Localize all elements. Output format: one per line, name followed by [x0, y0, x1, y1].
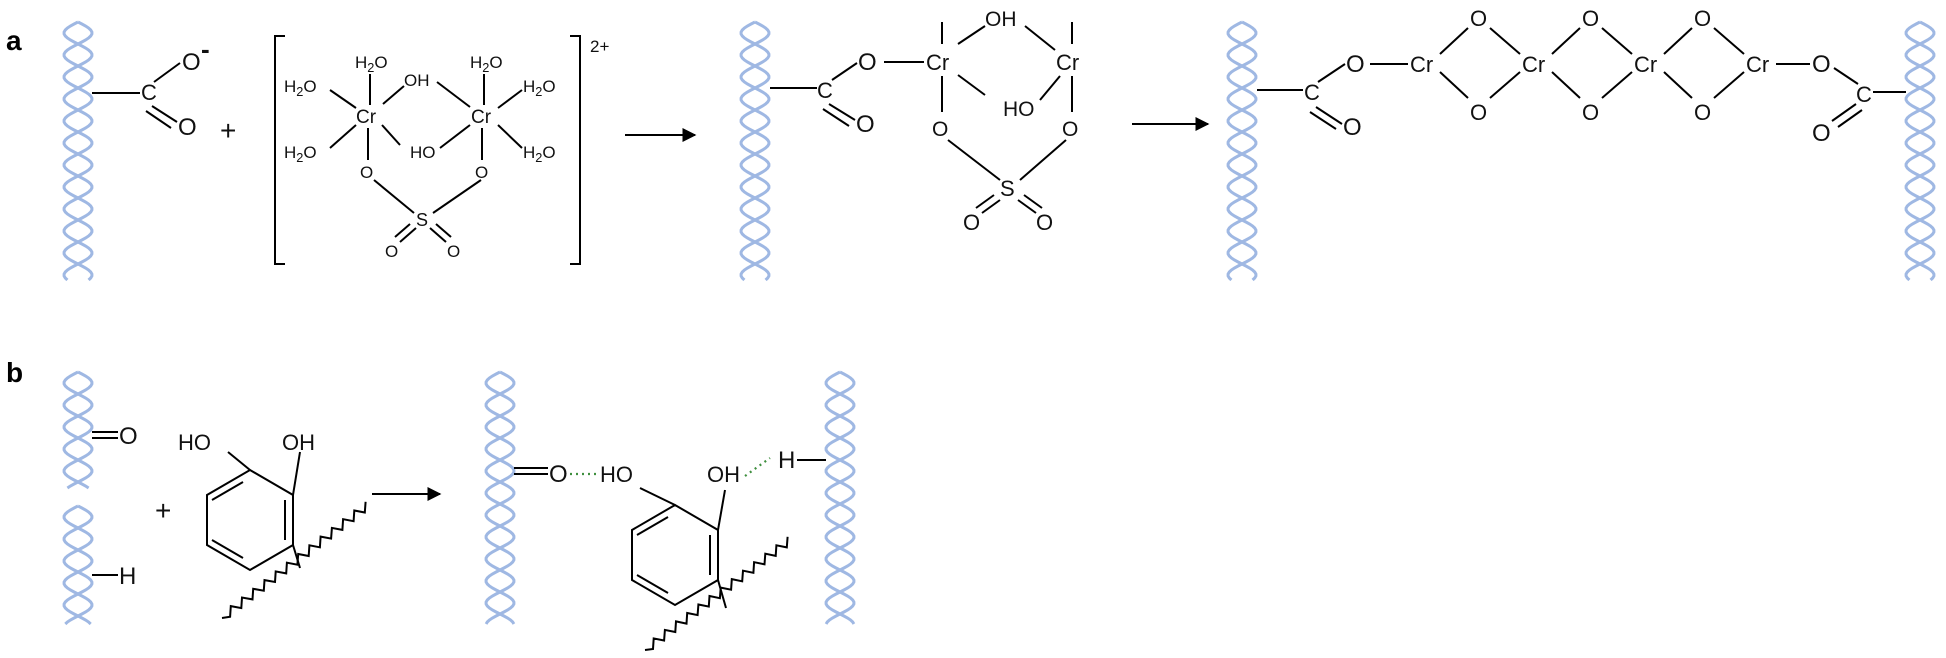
water-ligand: H2O [355, 53, 388, 75]
helix-strand-2 [62, 370, 94, 490]
chromium-atom: Cr [1410, 52, 1433, 77]
oxo-bridge: O [1694, 100, 1711, 125]
helix-strand-1 [1226, 20, 1258, 282]
fiber-strand [739, 20, 771, 282]
sulfate-oxygen: O [1036, 210, 1053, 235]
chromium-atom: Cr [1746, 52, 1769, 77]
ester-oxygen: O [1812, 51, 1831, 78]
helix-strand-1 [739, 20, 771, 282]
carboxylate-oxygen: O [182, 49, 201, 76]
bridging-hydroxyl: OH [985, 8, 1017, 31]
helix-strand-2 [62, 20, 94, 282]
helix-strand-1 [1904, 20, 1936, 282]
hydroxyl-group: OH [707, 462, 740, 487]
chromium-atom: Cr [1522, 52, 1545, 77]
plus-sign: + [155, 495, 171, 526]
fiber-chromium-complex: C O O Cr OH Cr HO O O S O O [770, 8, 1079, 235]
sulfate-oxygen: O [932, 118, 948, 141]
negative-charge: - [201, 34, 210, 64]
carbonyl-oxygen: O [1812, 120, 1831, 147]
helix-strand-2 [1226, 20, 1258, 282]
chromium-atom-left: Cr [926, 50, 949, 75]
chromium-atom-left: Cr [356, 107, 377, 128]
carbon-label: C [1304, 80, 1320, 105]
ester-oxygen: O [858, 49, 877, 76]
sulfur-atom: S [416, 210, 428, 230]
sulfate-oxygen: O [447, 242, 460, 261]
bridging-hydroxyl: HO [410, 143, 436, 162]
bridging-hydroxyl: OH [404, 71, 430, 90]
hydrogen-bond [744, 457, 771, 477]
helix-strand-2 [484, 370, 516, 625]
oxo-bridge: O [1470, 100, 1487, 125]
fiber-carboxylate: C O - O [92, 34, 210, 141]
hydrogen-atom: H [778, 447, 795, 474]
helix-strand-1 [62, 370, 94, 490]
chromium-atom-right: Cr [471, 107, 492, 128]
fiber-strand [62, 20, 94, 282]
bridging-hydroxyl: HO [1003, 98, 1035, 121]
sulfate-oxygen: O [385, 242, 398, 261]
water-ligand: H2O [470, 53, 503, 75]
water-ligand: H2O [284, 143, 317, 165]
catechol-molecule: HO OH [178, 430, 367, 619]
hydroxyl-group: HO [178, 430, 211, 455]
carbonyl-oxygen: O [119, 423, 138, 450]
polymer-backbone [644, 536, 789, 651]
hydrogen-atom: H [119, 563, 136, 590]
plus-sign: + [220, 115, 236, 146]
carbon-label: C [141, 80, 157, 105]
crosslinked-fiber-chain: C O O Cr O O Cr O O Cr O O Cr O C [1257, 6, 1906, 147]
sulfate-oxygen: O [1062, 118, 1078, 141]
chromium-atom-right: Cr [1056, 50, 1079, 75]
oxo-bridge: O [1582, 6, 1599, 31]
carbon-label: C [1856, 82, 1872, 107]
fiber-strand [824, 370, 856, 625]
sulfur-atom: S [1000, 176, 1015, 201]
sulfate-oxygen: O [475, 163, 488, 182]
catechol-hydrogen-bonded-product: O HO OH H [514, 447, 826, 651]
water-ligand: H2O [523, 77, 556, 99]
hydroxyl-group: HO [600, 462, 633, 487]
fiber-strand [484, 370, 516, 625]
panel-label-b: b [6, 357, 23, 388]
fiber-strand [62, 504, 94, 626]
helix-strand-2 [62, 504, 94, 626]
carbonyl-oxygen: O [549, 461, 568, 488]
fiber-strand [1904, 20, 1936, 282]
helix-strand-1 [484, 370, 516, 625]
polymer-backbone [221, 501, 367, 619]
sulfate-oxygen: O [963, 210, 980, 235]
hydroxyl-group: OH [282, 430, 315, 455]
panel-label-a: a [6, 25, 22, 56]
fiber-strand [1226, 20, 1258, 282]
helix-strand-1 [824, 370, 856, 625]
helix-strand-1 [62, 20, 94, 282]
oxo-bridge: O [1470, 6, 1487, 31]
oxo-bridge: O [1582, 100, 1599, 125]
water-ligand: H2O [523, 143, 556, 165]
sulfate-oxygen: O [360, 163, 373, 182]
carbonyl-oxygen: O [1343, 114, 1362, 141]
helix-strand-1 [62, 504, 94, 626]
oxo-bridge: O [1694, 6, 1711, 31]
helix-strand-2 [824, 370, 856, 625]
carbonyl-oxygen: O [856, 111, 875, 138]
fiber-carbonyl-and-hydrogen: O H [92, 423, 138, 590]
chromium-complex: 2+ Cr H2O H2O H2O OH Cr H2O H2O H2O HO O… [274, 35, 609, 265]
carbonyl-oxygen: O [178, 114, 197, 141]
complex-charge: 2+ [590, 37, 609, 56]
helix-strand-2 [739, 20, 771, 282]
ester-oxygen: O [1346, 51, 1365, 78]
chromium-atom: Cr [1634, 52, 1657, 77]
fiber-strand [62, 370, 94, 490]
carbon-label: C [817, 78, 833, 103]
water-ligand: H2O [284, 77, 317, 99]
helix-strand-2 [1904, 20, 1936, 282]
